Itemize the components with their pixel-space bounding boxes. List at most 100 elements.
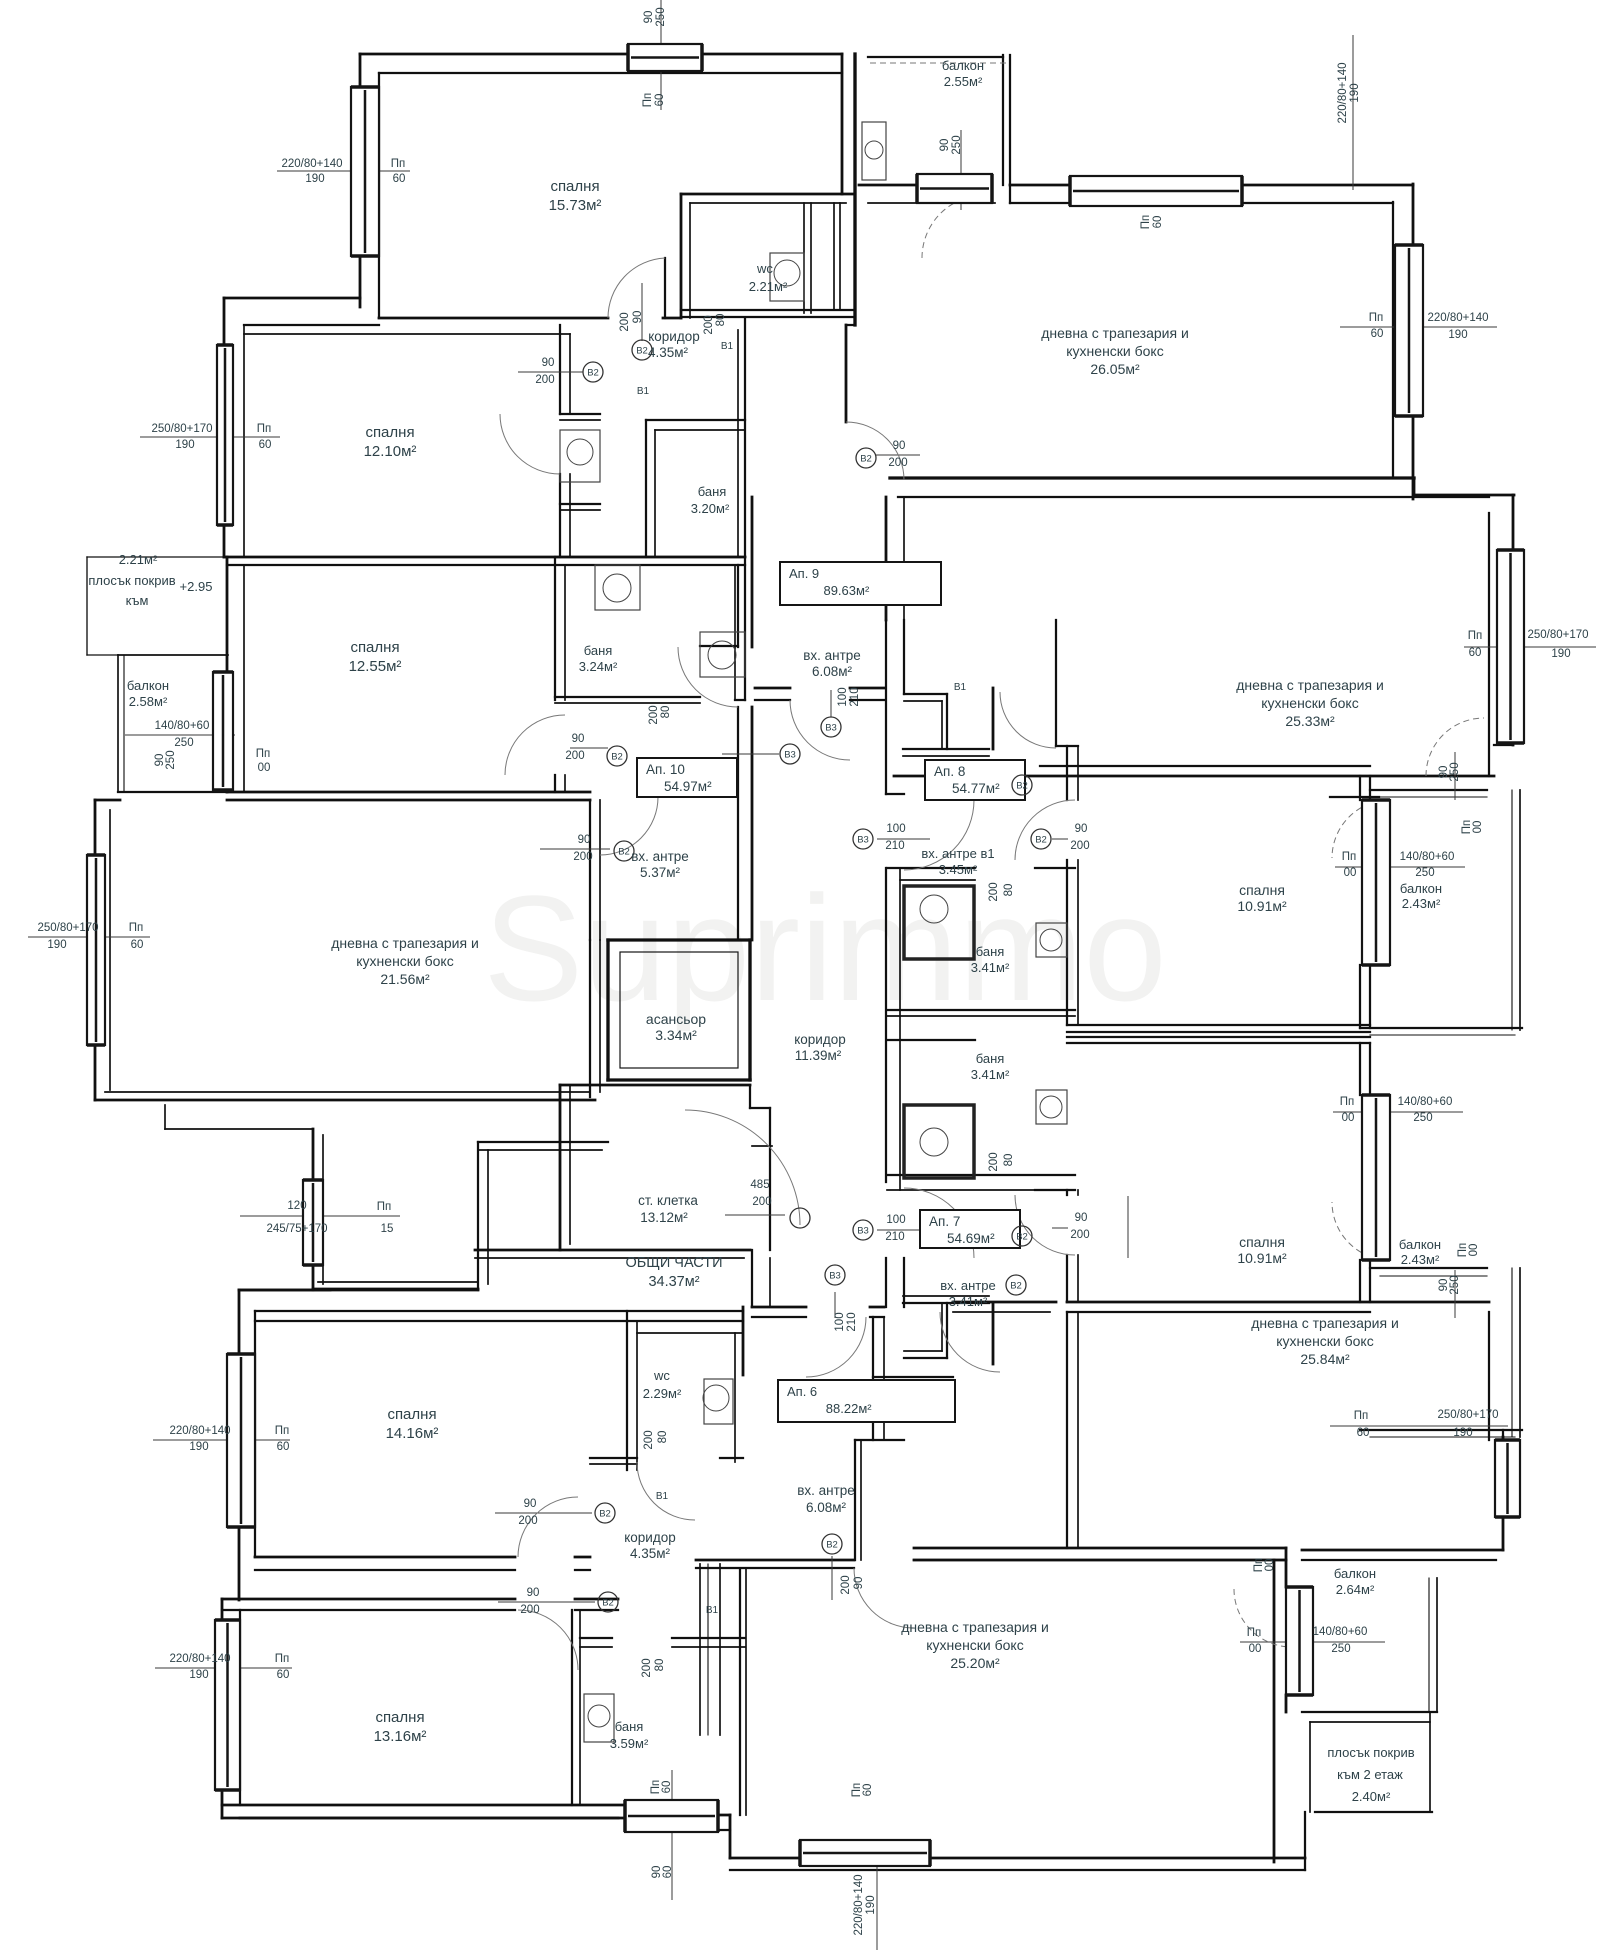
svg-text:B2: B2 bbox=[599, 1509, 611, 1520]
svg-text:200: 200 bbox=[565, 750, 584, 762]
svg-text:6.08м²: 6.08м² bbox=[812, 664, 853, 679]
svg-text:60: 60 bbox=[1469, 647, 1482, 659]
svg-text:190: 190 bbox=[1349, 83, 1361, 102]
svg-text:коридор: коридор bbox=[648, 329, 700, 344]
svg-text:B1: B1 bbox=[721, 341, 734, 352]
svg-text:Пп: Пп bbox=[1461, 820, 1473, 835]
svg-text:190: 190 bbox=[47, 939, 66, 951]
svg-text:Ап. 10: Ап. 10 bbox=[646, 762, 685, 777]
svg-text:13.16м²: 13.16м² bbox=[374, 1728, 427, 1745]
svg-text:дневна с трапезария и: дневна с трапезария и bbox=[331, 935, 479, 951]
svg-text:10.91м²: 10.91м² bbox=[1237, 1250, 1287, 1266]
svg-text:100: 100 bbox=[886, 1214, 905, 1226]
svg-text:Пп: Пп bbox=[129, 922, 144, 934]
svg-text:кухненски бокс: кухненски бокс bbox=[356, 953, 453, 969]
svg-text:дневна с трапезария и: дневна с трапезария и bbox=[1236, 677, 1384, 693]
svg-text:вх. антре: вх. антре bbox=[631, 849, 689, 864]
svg-text:00: 00 bbox=[258, 762, 271, 774]
svg-text:2.29м²: 2.29м² bbox=[643, 1386, 682, 1401]
svg-text:00: 00 bbox=[1344, 867, 1357, 879]
svg-text:Ап. 9: Ап. 9 bbox=[789, 566, 819, 581]
svg-text:3.45м²: 3.45м² bbox=[939, 862, 978, 877]
svg-text:кухненски бокс: кухненски бокс bbox=[1276, 1333, 1373, 1349]
svg-text:Пп: Пп bbox=[650, 1780, 662, 1795]
svg-text:Пп: Пп bbox=[1340, 1096, 1355, 1108]
svg-text:60: 60 bbox=[259, 439, 272, 451]
svg-text:3.24м²: 3.24м² bbox=[579, 659, 618, 674]
svg-text:485: 485 bbox=[750, 1179, 769, 1191]
svg-text:Пп: Пп bbox=[1253, 1558, 1265, 1573]
svg-text:90: 90 bbox=[1438, 766, 1450, 779]
svg-text:21.56м²: 21.56м² bbox=[380, 971, 430, 987]
svg-text:60: 60 bbox=[277, 1441, 290, 1453]
svg-text:60: 60 bbox=[131, 939, 144, 951]
svg-text:балкон: балкон bbox=[1400, 881, 1442, 896]
svg-text:B2: B2 bbox=[826, 1540, 838, 1551]
svg-text:200: 200 bbox=[535, 374, 554, 386]
svg-text:250: 250 bbox=[174, 737, 193, 749]
svg-text:спалня: спалня bbox=[1239, 882, 1285, 898]
svg-text:220/80+140: 220/80+140 bbox=[169, 1653, 230, 1665]
svg-text:80: 80 bbox=[1003, 884, 1015, 897]
svg-text:Ап. 8: Ап. 8 bbox=[934, 764, 965, 779]
svg-text:2.21м²: 2.21м² bbox=[119, 552, 158, 567]
svg-text:54.97м²: 54.97м² bbox=[664, 779, 712, 794]
svg-text:90: 90 bbox=[1438, 1279, 1450, 1292]
svg-text:кухненски бокс: кухненски бокс bbox=[926, 1637, 1023, 1653]
svg-text:2.21м²: 2.21м² bbox=[749, 279, 788, 294]
svg-text:вх. антре: вх. антре bbox=[797, 1483, 855, 1498]
svg-text:250: 250 bbox=[1331, 1643, 1350, 1655]
svg-text:3.20м²: 3.20м² bbox=[691, 501, 730, 516]
svg-text:200: 200 bbox=[888, 457, 907, 469]
svg-text:12.55м²: 12.55м² bbox=[349, 658, 402, 675]
svg-text:ОБЩИ ЧАСТИ: ОБЩИ ЧАСТИ bbox=[625, 1255, 722, 1271]
svg-text:B2: B2 bbox=[1035, 835, 1047, 846]
svg-text:90: 90 bbox=[632, 311, 644, 324]
svg-text:B3: B3 bbox=[829, 1271, 841, 1282]
svg-text:Пп: Пп bbox=[851, 1783, 863, 1798]
svg-text:плосък покрив: плосък покрив bbox=[1327, 1745, 1414, 1760]
svg-text:90: 90 bbox=[939, 139, 951, 152]
svg-text:00: 00 bbox=[1472, 821, 1484, 834]
svg-text:баня: баня bbox=[976, 1051, 1005, 1066]
svg-text:4.35м²: 4.35м² bbox=[648, 345, 689, 360]
svg-text:200: 200 bbox=[520, 1604, 539, 1616]
svg-text:250: 250 bbox=[1449, 762, 1461, 781]
svg-text:190: 190 bbox=[1453, 1427, 1472, 1439]
svg-text:Пп: Пп bbox=[1457, 1243, 1469, 1258]
svg-text:190: 190 bbox=[1551, 648, 1570, 660]
svg-text:15.73м²: 15.73м² bbox=[549, 197, 602, 214]
svg-text:00: 00 bbox=[1249, 1643, 1262, 1655]
svg-text:220/80+140: 220/80+140 bbox=[1427, 312, 1488, 324]
svg-text:140/80+60: 140/80+60 bbox=[1398, 1096, 1453, 1108]
svg-text:Suprimmo: Suprimmo bbox=[483, 864, 1167, 1032]
svg-text:90: 90 bbox=[643, 11, 655, 24]
svg-text:баня: баня bbox=[698, 484, 727, 499]
svg-text:100: 100 bbox=[834, 1312, 846, 1331]
svg-text:90: 90 bbox=[1075, 1212, 1088, 1224]
svg-text:250/80+170: 250/80+170 bbox=[1437, 1409, 1498, 1421]
svg-text:спалня: спалня bbox=[1239, 1234, 1285, 1250]
svg-text:10.91м²: 10.91м² bbox=[1237, 898, 1287, 914]
svg-text:15: 15 bbox=[381, 1223, 394, 1235]
svg-text:2.58м²: 2.58м² bbox=[129, 694, 168, 709]
svg-text:коридор: коридор bbox=[624, 1530, 676, 1545]
svg-text:210: 210 bbox=[885, 1231, 904, 1243]
svg-text:дневна с трапезария и: дневна с трапезария и bbox=[901, 1619, 1049, 1635]
svg-text:250: 250 bbox=[655, 7, 667, 26]
svg-text:250: 250 bbox=[165, 750, 177, 769]
svg-text:200: 200 bbox=[619, 312, 631, 331]
svg-text:вх. антре: вх. антре bbox=[940, 1278, 995, 1293]
svg-text:баня: баня bbox=[584, 643, 613, 658]
svg-text:B3: B3 bbox=[857, 1226, 869, 1237]
svg-text:60: 60 bbox=[662, 1866, 674, 1879]
svg-text:190: 190 bbox=[189, 1441, 208, 1453]
svg-text:90: 90 bbox=[853, 1577, 865, 1590]
svg-text:Ап. 6: Ап. 6 bbox=[787, 1384, 817, 1399]
svg-text:90: 90 bbox=[572, 733, 585, 745]
svg-text:спалня: спалня bbox=[375, 1709, 424, 1726]
svg-text:2.64м²: 2.64м² bbox=[1336, 1582, 1375, 1597]
svg-text:B3: B3 bbox=[825, 723, 837, 734]
svg-text:дневна с трапезария и: дневна с трапезария и bbox=[1041, 325, 1189, 341]
svg-text:балкон: балкон bbox=[127, 678, 169, 693]
